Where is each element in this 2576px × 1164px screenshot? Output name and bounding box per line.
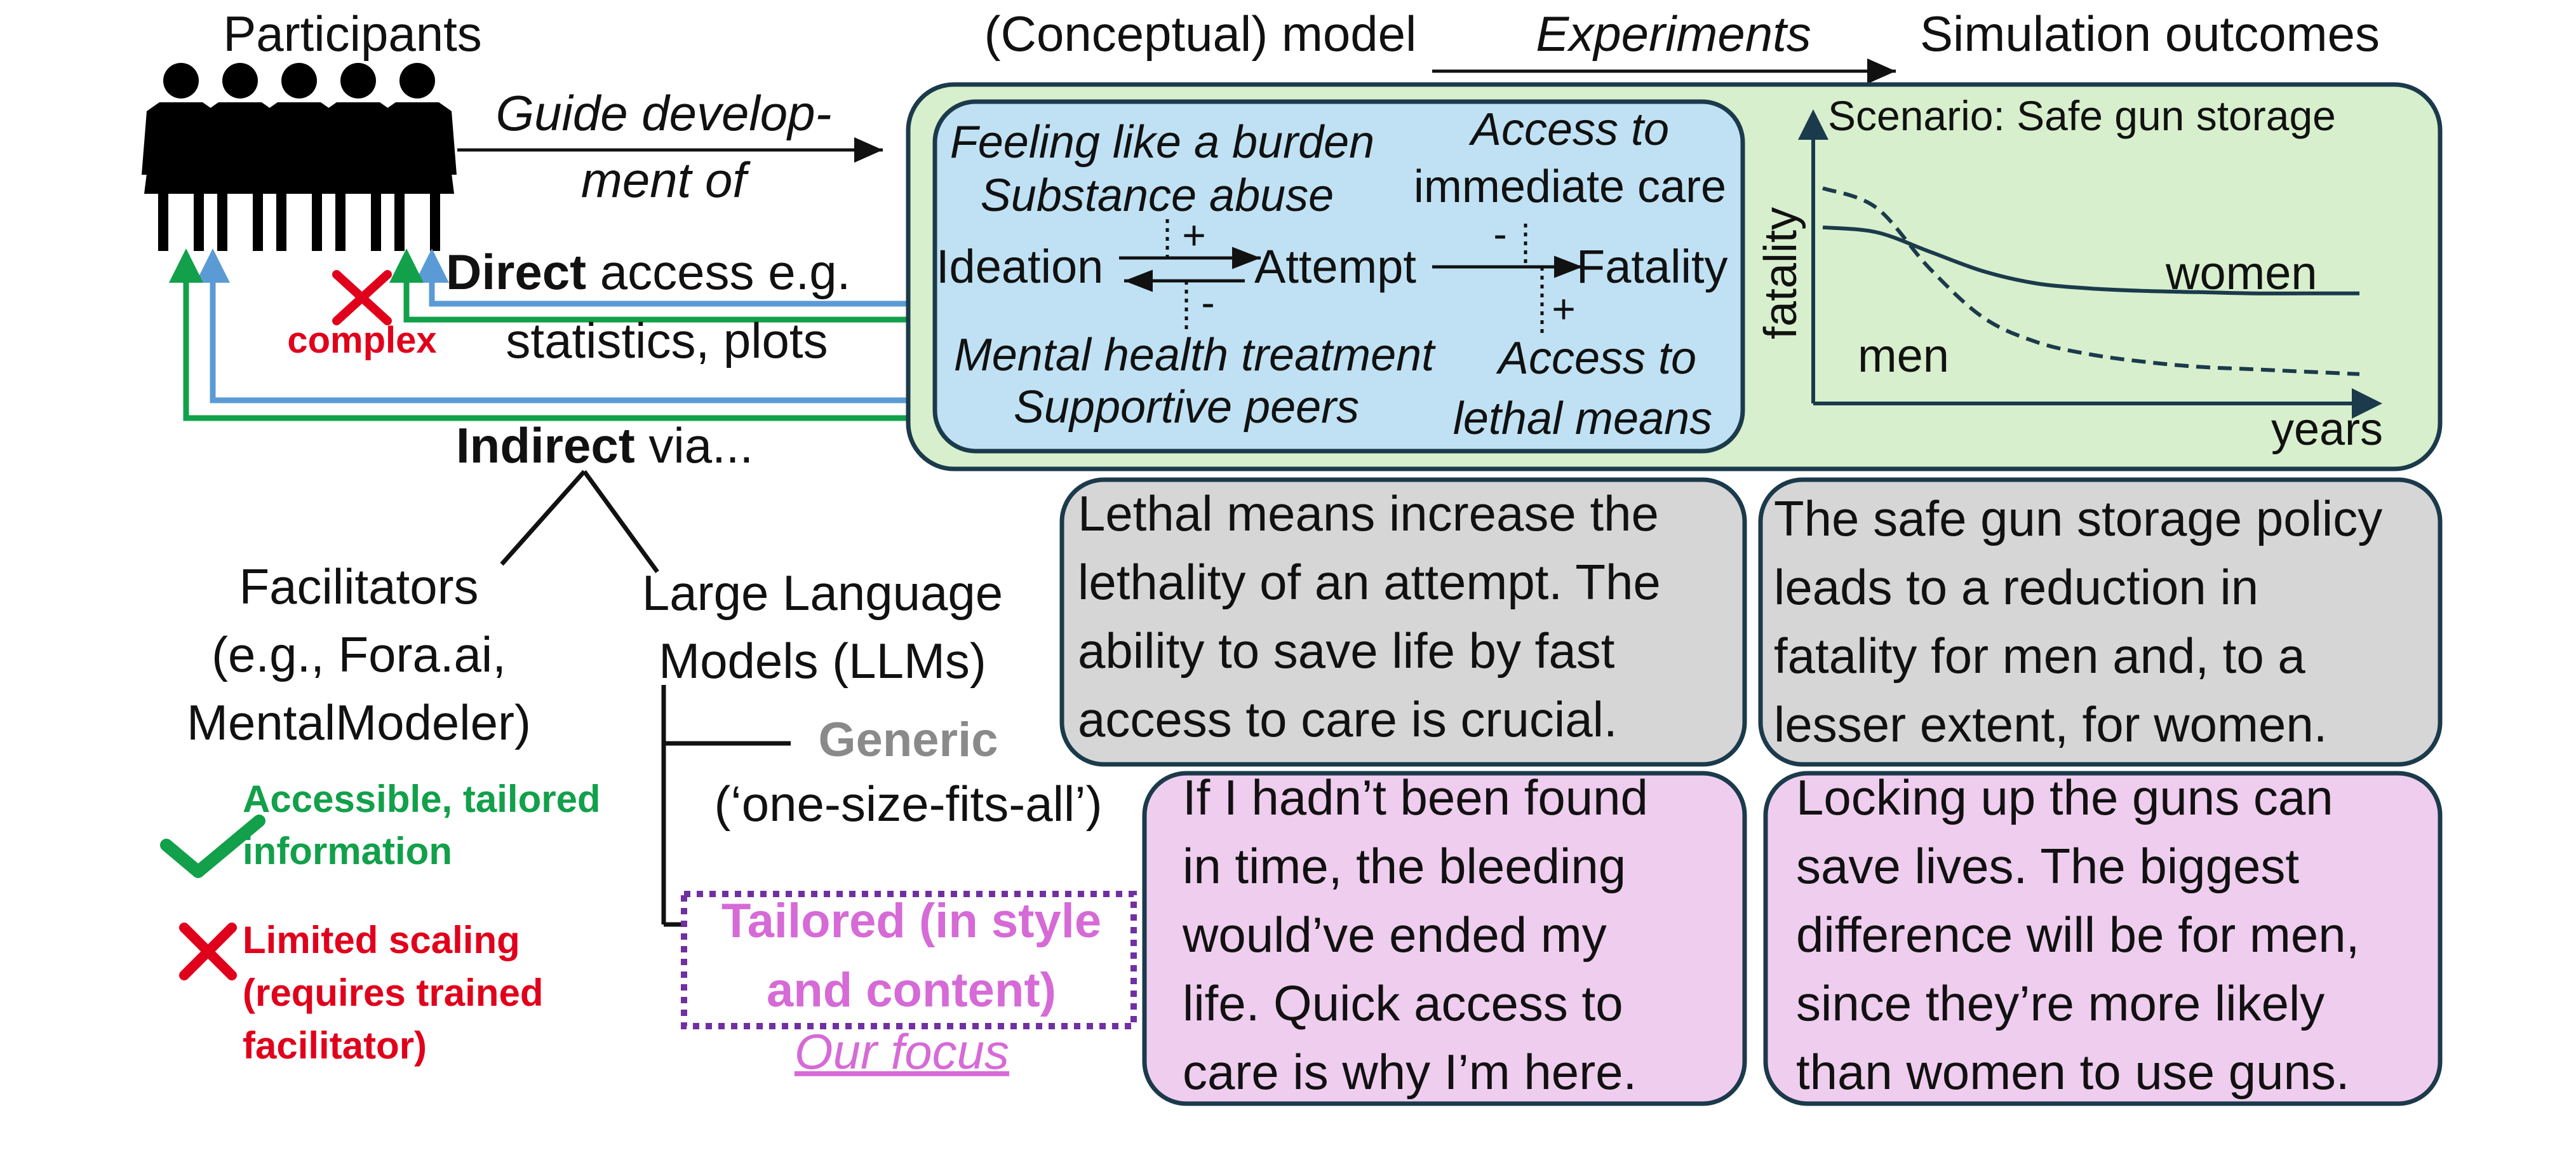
facilitators-line1: Facilitators xyxy=(239,558,478,614)
factor-treatment: Mental health treatment xyxy=(954,330,1436,381)
factor-lethal-line1: Access to xyxy=(1496,333,1696,384)
pink-left-line: in time, the bleeding xyxy=(1183,838,1626,894)
participants-label: Participants xyxy=(223,6,482,62)
gray-box-left xyxy=(1059,477,1747,767)
chart-ylabel: fatality xyxy=(1755,207,1806,339)
series-women-label: women xyxy=(2165,247,2318,299)
series-men-line xyxy=(1821,186,2360,376)
outcomes-label: Simulation outcomes xyxy=(1920,6,2380,62)
pink-left-line: care is why I’m here. xyxy=(1183,1044,1637,1100)
outcome-chart: Scenario: Safe gun storage fatality year… xyxy=(1755,92,2383,455)
llm-line2: Models (LLMs) xyxy=(659,633,986,689)
node-fatality: Fatality xyxy=(1576,240,1728,293)
complex-label: complex xyxy=(287,320,436,361)
gray-right-line: leads to a reduction in xyxy=(1774,559,2258,615)
indirect-text: Indirect via... xyxy=(456,417,753,473)
pink-right-text: Locking up the guns can save lives. The … xyxy=(1796,769,2373,1100)
person-icon xyxy=(378,63,457,251)
guide-text-line1: Guide develop- xyxy=(495,85,831,141)
generic-label: Generic xyxy=(818,713,998,767)
gray-left-line: access to care is crucial. xyxy=(1078,691,1618,747)
series-women-line xyxy=(1822,225,2359,295)
plus-sign: + xyxy=(1182,212,1205,258)
branch-facilitators xyxy=(500,470,586,566)
pink-box-left xyxy=(1142,771,1747,1106)
indirect-green-line xyxy=(169,248,915,421)
factor-substance: Substance abuse xyxy=(981,170,1334,221)
gray-left-line: ability to save life by fast xyxy=(1078,623,1615,679)
checkmark-icon xyxy=(160,815,265,878)
node-ideation: Ideation xyxy=(936,240,1103,293)
pink-right-line: since they’re more likely xyxy=(1796,975,2324,1031)
chart-xlabel: years xyxy=(2271,404,2383,455)
participants-group xyxy=(142,63,457,251)
limited-scaling-cross-icon xyxy=(179,923,237,980)
generic-sub-label: (‘one-size-fits-all’) xyxy=(714,776,1102,832)
gray-left-text: Lethal means increase the lethality of a… xyxy=(1078,485,1674,747)
gray-right-line: The safe gun storage policy xyxy=(1774,491,2382,546)
pink-left-line: If I hadn’t been found xyxy=(1183,769,1648,825)
direct-green-line xyxy=(389,248,934,323)
factor-care-line1: Access to xyxy=(1468,104,1669,155)
our-focus-label: Our focus xyxy=(795,1024,1009,1079)
gray-left-line: Lethal means increase the xyxy=(1078,485,1659,541)
con-line1: Limited scaling xyxy=(243,919,520,961)
llm-line1: Large Language xyxy=(642,565,1003,621)
indirect-rest: via... xyxy=(635,417,753,473)
minus-sign: - xyxy=(1201,280,1214,325)
experiments-label: Experiments xyxy=(1536,6,1811,62)
indirect-blue-line xyxy=(196,248,934,403)
guide-text-line2: ment of xyxy=(581,152,751,208)
tailored-line2: and content) xyxy=(767,963,1056,1017)
pink-left-text: If I hadn’t been found in time, the blee… xyxy=(1182,769,1662,1100)
factor-care-line2: immediate care xyxy=(1414,161,1726,212)
branch-llm xyxy=(582,470,659,574)
factor-peers: Supportive peers xyxy=(1014,382,1359,433)
factor-burden: Feeling like a burden xyxy=(950,117,1374,168)
con-line2: (requires trained xyxy=(243,971,543,1014)
series-men-label: men xyxy=(1858,329,1949,382)
gray-right-line: lesser extent, for women. xyxy=(1774,696,2327,752)
facilitators-line2: (e.g., Fora.ai, xyxy=(211,626,506,682)
pro-line1: Accessible, tailored xyxy=(243,778,601,820)
gray-box-right xyxy=(1758,477,2443,767)
gray-right-text: The safe gun storage policy leads to a r… xyxy=(1774,491,2396,752)
conceptual-model-box xyxy=(932,99,1745,454)
facilitators-line3: MentalModeler) xyxy=(187,694,531,750)
pink-right-line: difference will be for men, xyxy=(1796,907,2359,963)
pro-line2: information xyxy=(243,830,452,872)
pink-box-right xyxy=(1763,771,2443,1106)
tailored-focus-box xyxy=(681,891,1137,1029)
plus-sign-lethal: + xyxy=(1552,286,1575,332)
gray-left-line: lethality of an attempt. The xyxy=(1078,554,1661,610)
pink-left-line: life. Quick access to xyxy=(1183,975,1623,1031)
con-line3: facilitator) xyxy=(243,1024,427,1067)
model-label: (Conceptual) model xyxy=(984,6,1417,62)
pink-right-line: Locking up the guns can xyxy=(1796,769,2333,825)
direct-access-text: Direct access e.g. xyxy=(446,244,850,300)
complex-cross-icon xyxy=(332,270,392,325)
direct-line2-text: statistics, plots xyxy=(506,313,828,369)
direct-rest: access e.g. xyxy=(586,244,850,300)
pink-left-line: would’ve ended my xyxy=(1182,907,1607,963)
tailored-line1: Tailored (in style xyxy=(721,894,1101,948)
factor-lethal-line2: lethal means xyxy=(1453,393,1712,444)
direct-bold: Direct xyxy=(446,244,586,300)
chart-title: Scenario: Safe gun storage xyxy=(1828,92,2336,139)
indirect-bold: Indirect xyxy=(456,417,635,473)
direct-blue-line xyxy=(415,248,937,307)
pink-right-line: than women to use guns. xyxy=(1796,1044,2350,1100)
pink-right-line: save lives. The biggest xyxy=(1796,838,2299,894)
minus-sign-care: - xyxy=(1493,211,1506,257)
node-attempt: Attempt xyxy=(1254,240,1416,293)
gray-right-line: fatality for men and, to a xyxy=(1774,628,2305,684)
